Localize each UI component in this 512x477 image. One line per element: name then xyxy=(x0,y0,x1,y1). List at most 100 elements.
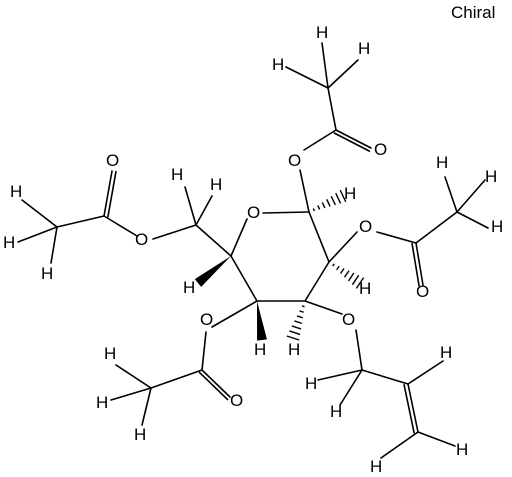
bond xyxy=(152,224,197,240)
atom-o: O xyxy=(247,203,260,222)
ring-bond xyxy=(262,211,310,214)
ring-bond xyxy=(308,211,330,263)
carbonyl-bond xyxy=(198,371,229,401)
atom-h: H xyxy=(491,217,503,236)
hashed-bond-stroke xyxy=(328,261,330,263)
stereo-bond-group xyxy=(194,189,365,341)
bond xyxy=(201,331,207,371)
bond xyxy=(456,211,489,229)
ring-bond xyxy=(304,261,330,302)
bond xyxy=(321,42,329,89)
hashed-bond-stroke xyxy=(299,310,304,313)
bond xyxy=(339,369,363,406)
atom-o: O xyxy=(416,282,429,301)
wedge-bond xyxy=(257,301,267,341)
atom-h: H xyxy=(134,425,146,444)
hashed-bond-stroke xyxy=(321,202,326,209)
alkene-bond xyxy=(403,384,415,434)
bond xyxy=(328,231,358,263)
atom-h: H xyxy=(183,278,195,297)
bond xyxy=(417,431,456,447)
bond-group xyxy=(17,42,489,459)
bond xyxy=(50,226,58,264)
hashed-bond-stroke xyxy=(339,189,347,203)
bond xyxy=(299,169,310,213)
ring-bond xyxy=(230,218,248,257)
bond xyxy=(115,364,152,389)
bond xyxy=(184,186,197,226)
atom-h: H xyxy=(316,23,328,42)
atom-h: H xyxy=(210,175,222,194)
atom-h: H xyxy=(344,184,356,203)
hashed-bond-stroke xyxy=(286,335,300,341)
atom-h: H xyxy=(41,264,53,283)
atom-h: H xyxy=(436,153,448,172)
alkene-bond xyxy=(407,383,419,433)
atom-o: O xyxy=(359,217,372,236)
carbonyl-bond xyxy=(103,170,113,217)
bond xyxy=(355,329,363,371)
bond xyxy=(407,360,444,385)
bond xyxy=(211,300,258,328)
wedge-bond xyxy=(194,256,231,287)
ring-bond xyxy=(230,255,258,302)
bond xyxy=(103,215,138,237)
hashed-bond-stroke xyxy=(343,270,350,278)
bond xyxy=(110,387,152,401)
atom-h: H xyxy=(272,55,284,74)
atom-h: H xyxy=(104,344,116,363)
bond xyxy=(141,387,152,426)
hashed-bond-stroke xyxy=(294,320,303,325)
bond xyxy=(361,369,409,385)
hashed-bond-stroke xyxy=(326,199,331,207)
bond xyxy=(150,369,203,389)
atom-h: H xyxy=(288,340,300,359)
atom-o: O xyxy=(200,310,213,329)
atom-h: H xyxy=(358,39,370,58)
carbonyl-bond xyxy=(333,132,371,152)
bond xyxy=(444,176,458,213)
atom-o: O xyxy=(288,151,301,170)
hashed-bond-stroke xyxy=(336,265,340,271)
bond xyxy=(415,211,458,244)
atom-h: H xyxy=(305,374,317,393)
hashed-bond-stroke xyxy=(296,315,303,319)
atom-o: O xyxy=(342,310,355,329)
hashed-bond-stroke xyxy=(351,274,360,286)
carbonyl-bond xyxy=(107,170,117,218)
hashed-bond-stroke xyxy=(291,325,302,330)
chiral-label: Chiral xyxy=(451,3,495,22)
bond xyxy=(195,224,232,257)
atom-o: O xyxy=(230,391,243,410)
atom-h: H xyxy=(330,402,342,421)
atom-h: H xyxy=(359,279,371,298)
bond xyxy=(327,87,337,131)
hashed-bond-stroke xyxy=(289,330,301,336)
atom-h: H xyxy=(3,233,15,252)
atom-o: O xyxy=(106,151,119,170)
atom-h: H xyxy=(254,340,266,359)
atom-label-group: H H H O O O O H H H H H O H O H H H O H … xyxy=(3,23,503,476)
atom-h: H xyxy=(96,393,108,412)
bond xyxy=(380,431,419,459)
hashed-bond-stroke xyxy=(335,192,342,204)
atom-h: H xyxy=(456,440,468,459)
carbonyl-bond xyxy=(411,242,420,287)
bond xyxy=(56,215,105,228)
atom-h: H xyxy=(10,182,22,201)
bond xyxy=(317,369,363,381)
hashed-bond-stroke xyxy=(339,268,345,274)
atom-h: H xyxy=(485,167,497,186)
atom-h: H xyxy=(370,457,382,476)
hashed-bond-stroke xyxy=(301,305,305,308)
bond xyxy=(376,231,417,244)
bond xyxy=(456,179,486,213)
bond xyxy=(17,226,58,243)
carbonyl-bond xyxy=(415,242,424,286)
atom-h: H xyxy=(171,165,183,184)
bond xyxy=(303,129,337,151)
carbonyl-bond xyxy=(335,129,372,149)
atom-o: O xyxy=(374,140,387,159)
